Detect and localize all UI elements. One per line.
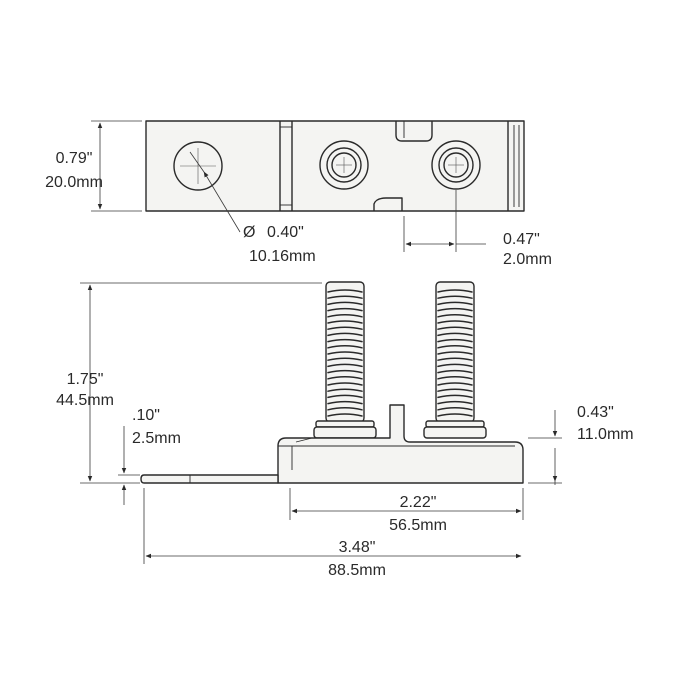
thread-line (437, 320, 473, 324)
dim-total-height-inch: 1.75" (67, 371, 104, 388)
thread-line (437, 413, 473, 417)
thread-line (437, 307, 473, 312)
thread-line (327, 400, 363, 405)
stud-top-2 (431, 140, 481, 190)
thread-line (327, 351, 363, 355)
stud-side-1 (325, 281, 365, 423)
dim-height-top-inch: 0.79" (56, 150, 93, 167)
base-block (277, 404, 524, 484)
thread-line (437, 301, 473, 306)
thread-line (327, 295, 363, 299)
dim-base-height-mm: 11.0mm (577, 426, 634, 443)
thread-line (327, 301, 363, 306)
dim-overall-length-mm: 88.5mm (328, 562, 386, 579)
dim-total-height-mm: 44.5mm (56, 392, 114, 409)
dim-base-length-inch: 2.22" (400, 494, 437, 511)
thread-line (327, 363, 363, 368)
top-view (91, 120, 525, 252)
thread-line (437, 369, 473, 374)
thread-line (327, 338, 363, 343)
thread-line (437, 363, 473, 368)
thread-line (327, 394, 363, 399)
thread-line (327, 307, 363, 312)
thread-line (437, 388, 473, 392)
dim-stud-spacing-mm: 2.0mm (503, 251, 552, 268)
tab (140, 474, 279, 484)
thread-line (327, 357, 363, 361)
thread-line (327, 326, 363, 330)
dim-base-length-mm: 56.5mm (389, 517, 447, 534)
thread-line (437, 357, 473, 361)
dim-hole-inch: 0.40" (267, 224, 304, 241)
thread-line (327, 369, 363, 374)
dim-base-height-inch: 0.43" (577, 404, 614, 421)
thread-line (437, 295, 473, 299)
dim-overall-length-inch: 3.48" (339, 539, 376, 556)
dim-tab-thickness-mm: 2.5mm (132, 430, 181, 447)
thread-line (437, 376, 473, 380)
dimension-labels: 0.79" 20.0mm Ø 0.40" 10.16mm 0.47" 2.0mm… (45, 150, 634, 579)
dim-tab-thickness-inch: .10" (132, 407, 160, 424)
thread-line (327, 289, 363, 293)
dim-height-top-mm: 20.0mm (45, 174, 103, 191)
thread-line (327, 314, 363, 318)
thread-line (437, 326, 473, 330)
thread-line (437, 345, 473, 349)
thread-line (437, 382, 473, 386)
thread-line (437, 338, 473, 343)
stud-top-1 (319, 140, 369, 190)
thread-line (327, 345, 363, 349)
thread-line (437, 351, 473, 355)
thread-line (327, 376, 363, 380)
thread-line (437, 314, 473, 318)
thread-line (327, 407, 363, 411)
stud-side-2 (435, 281, 475, 423)
thread-line (437, 332, 473, 337)
thread-line (437, 400, 473, 405)
thread-line (437, 407, 473, 411)
thread-line (327, 320, 363, 324)
dim-hole-mm: 10.16mm (249, 248, 316, 265)
dim-hole-symbol: Ø (243, 224, 255, 241)
dim-stud-spacing-inch: 0.47" (503, 231, 540, 248)
thread-line (327, 382, 363, 386)
thread-line (437, 394, 473, 399)
side-view (80, 281, 562, 564)
thread-line (327, 388, 363, 392)
mounting-hole-icon (173, 141, 223, 191)
thread-line (327, 332, 363, 337)
thread-line (437, 289, 473, 293)
thread-line (327, 413, 363, 417)
